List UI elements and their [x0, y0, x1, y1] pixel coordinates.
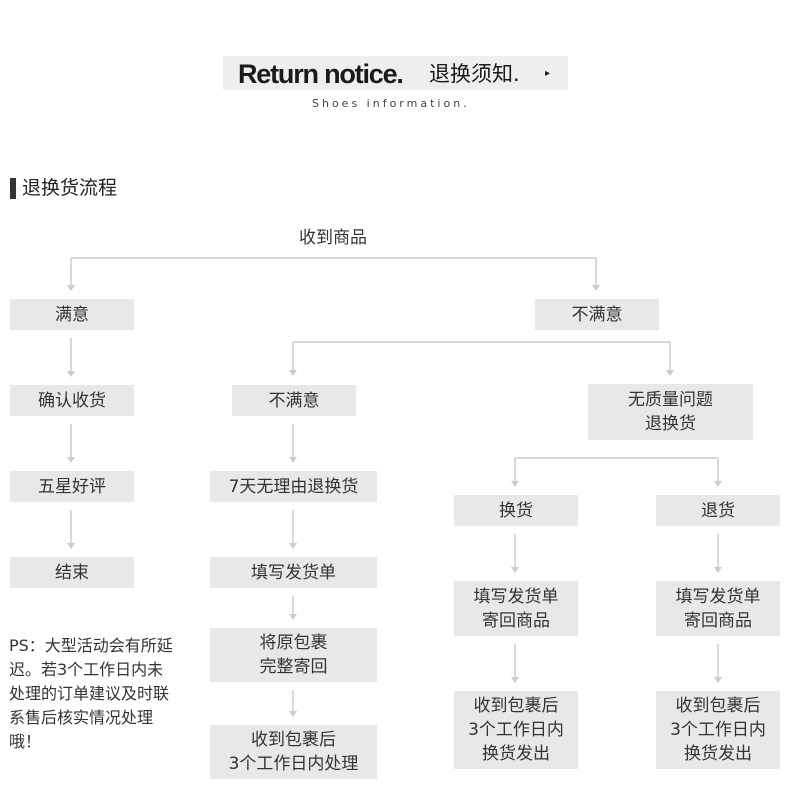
node-ship-exchange: 收到包裹后 3个工作日内 换货发出 [454, 691, 578, 769]
arrow-head-icon [592, 285, 600, 291]
node-no-quality-issue: 无质量问题 退换货 [588, 384, 753, 440]
arrow-head-icon [714, 481, 722, 487]
node-fill-and-send-exchange: 填写发货单 寄回商品 [454, 581, 578, 636]
node-process-after-receipt: 收到包裹后 3个工作日内处理 [210, 725, 377, 779]
arrow-head-icon [289, 457, 297, 463]
play-arrow-icon: ▸ [545, 68, 551, 79]
arrow-head-icon [67, 543, 75, 549]
node-unsatisfied-top: 不满意 [535, 299, 659, 330]
node-five-star: 五星好评 [10, 471, 134, 502]
arrow-head-icon [289, 711, 297, 717]
title-chinese: 退换须知. [429, 62, 520, 86]
node-satisfied: 满意 [10, 299, 134, 330]
subtitle: Shoes information. [312, 97, 470, 110]
node-end: 结束 [10, 557, 134, 588]
arrow-head-icon [666, 370, 674, 376]
title-english: Return notice. [238, 59, 404, 89]
node-seven-day-return: 7天无理由退换货 [210, 471, 377, 502]
node-fill-and-send-return: 填写发货单 寄回商品 [656, 581, 780, 636]
ps-note: PS：大型活动会有所延迟。若3个工作日内未处理的订单建议及时联系售后核实情况处理… [9, 636, 173, 751]
section-title: 退换货流程 [22, 177, 118, 199]
node-ship-return: 收到包裹后 3个工作日内 换货发出 [656, 691, 780, 769]
arrow-head-icon [511, 567, 519, 573]
node-exchange: 换货 [454, 495, 578, 526]
arrow-head-icon [714, 567, 722, 573]
node-unsatisfied: 不满意 [232, 385, 356, 416]
arrow-head-icon [289, 543, 297, 549]
title-banner [223, 56, 568, 90]
node-confirm-receipt: 确认收货 [10, 385, 134, 416]
node-return: 退货 [656, 495, 780, 526]
arrow-head-icon [67, 285, 75, 291]
node-fill-waybill: 填写发货单 [210, 557, 377, 588]
section-marker [10, 178, 16, 199]
arrow-head-icon [511, 481, 519, 487]
arrow-head-icon [67, 371, 75, 377]
arrow-head-icon [67, 457, 75, 463]
arrow-head-icon [289, 614, 297, 620]
arrow-head-icon [289, 370, 297, 376]
node-receive-goods: 收到商品 [299, 228, 367, 248]
node-send-original-package: 将原包裹 完整寄回 [210, 628, 377, 682]
arrow-head-icon [511, 677, 519, 683]
arrow-head-icon [714, 677, 722, 683]
